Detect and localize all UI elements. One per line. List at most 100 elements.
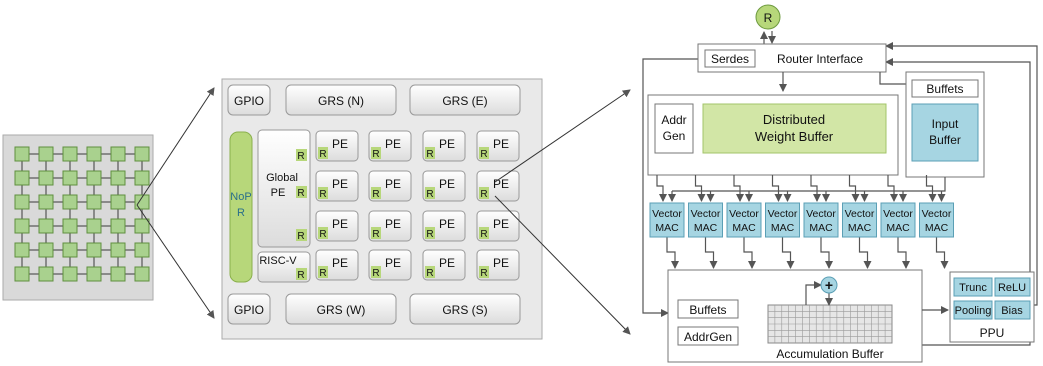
nop-label: NoP: [230, 191, 251, 203]
pe-label: PE: [493, 137, 509, 151]
pe-router: [425, 147, 435, 159]
addr-gen-label-1: Addr: [661, 113, 686, 127]
vector-mac-label-2: MAC: [848, 222, 872, 234]
chiplet-tile: [62, 170, 78, 186]
vector-mac-box: [649, 202, 685, 238]
vector-mac-label-2: MAC: [771, 222, 795, 234]
pe-label: PE: [493, 177, 509, 191]
pe-router-label: R: [480, 149, 487, 160]
vector-mac-label-2: MAC: [655, 222, 679, 234]
chiplet-tile: [134, 146, 150, 162]
addr-gen-label-2: Gen: [663, 129, 686, 143]
global-pe-router-3-label: R: [297, 231, 304, 242]
zoom-line-pe-bottom: [494, 195, 631, 335]
router-to-accum-line: [642, 58, 698, 317]
buffets-bottom-box: [677, 299, 739, 319]
chiplet-tile: [38, 242, 54, 258]
pe-label: PE: [439, 177, 455, 191]
weight-to-mac-line: [771, 175, 783, 202]
vector-mac-label-1: Vector: [845, 208, 875, 220]
mac-to-accum-line: [935, 237, 949, 269]
chiplet-tile: [86, 266, 102, 282]
nop-router-label: R: [237, 207, 245, 219]
pe-router-label: R: [319, 189, 326, 200]
chiplet-tile: [134, 194, 150, 210]
pe-router: [371, 227, 381, 239]
vector-mac-box: [880, 202, 916, 238]
gpio-top-box: [227, 84, 271, 116]
pe-router: [425, 227, 435, 239]
vector-mac-label-1: Vector: [922, 208, 952, 220]
grs-n-box: [285, 84, 397, 116]
vector-mac-label-2: MAC: [925, 222, 949, 234]
vector-mac-label-1: Vector: [768, 208, 798, 220]
vector-mac-box: [765, 202, 800, 238]
vector-mac-label-1: Vector: [691, 208, 721, 220]
chiplet-tile: [110, 218, 126, 234]
global-pe-router-1-label: R: [297, 151, 304, 162]
chiplet-tile: [14, 146, 30, 162]
chiplet-tile: [38, 218, 54, 234]
chip-grid: [2, 134, 154, 301]
pe-router: [479, 187, 489, 199]
input-buffer-label-1: Input: [932, 117, 959, 131]
grs-e-label: GRS (E): [442, 94, 487, 108]
package-view: GPIO GRS (N) GRS (E) GPIO GRS (W) GRS (S…: [221, 78, 543, 340]
grs-s-box: [409, 293, 521, 325]
trunc-label: Trunc: [959, 282, 987, 294]
accum-to-adder-line: [805, 281, 822, 305]
mac-to-accum-line: [704, 237, 718, 269]
chiplet-tile: [110, 242, 126, 258]
zoom-line-top: [136, 87, 215, 206]
vector-mac-box: [726, 202, 762, 238]
global-pe-router-2: [296, 186, 307, 198]
pe-label: PE: [332, 137, 348, 151]
input-buffer-box: [911, 103, 979, 162]
weight-to-mac-line: [887, 175, 898, 202]
chiplet-tile: [86, 170, 102, 186]
risc-v-router: [296, 268, 307, 280]
pe-router: [479, 227, 489, 239]
chiplet-tile: [14, 266, 30, 282]
pe-router: [371, 266, 381, 278]
adder-label: +: [825, 277, 833, 293]
trunc-box: [953, 277, 993, 297]
chiplet-tile: [38, 194, 54, 210]
vector-mac-label-1: Vector: [883, 208, 913, 220]
vector-mac-label-2: MAC: [809, 222, 833, 234]
pe-router-label: R: [426, 149, 433, 160]
vector-mac-label-1: Vector: [652, 208, 682, 220]
chiplet-tile: [14, 242, 30, 258]
gpio-bottom-label: GPIO: [234, 303, 264, 317]
addr-gen-box: [654, 103, 694, 154]
pe-label: PE: [332, 256, 348, 270]
mac-to-accum-line: [743, 237, 756, 269]
pe-label: PE: [385, 217, 401, 231]
vector-mac-box: [842, 202, 877, 238]
grs-n-label: GRS (N): [318, 94, 364, 108]
chiplet-tile: [110, 146, 126, 162]
pe-router-circle: [755, 4, 781, 30]
mac-to-accum-line: [897, 237, 910, 269]
pe-router-label: R: [480, 268, 487, 279]
bias-box: [994, 300, 1031, 320]
vector-mac-label-2: MAC: [732, 222, 756, 234]
zoom-line-bottom: [136, 204, 215, 319]
pe-label: PE: [385, 256, 401, 270]
gpio-bottom-box: [227, 293, 271, 325]
pe-router-label: R: [480, 189, 487, 200]
buffets-bottom-label: Buffets: [689, 303, 726, 317]
pe-router-label: R: [426, 189, 433, 200]
weight-to-mac-line: [656, 175, 667, 202]
pe-label: PE: [439, 256, 455, 270]
vector-mac-label-2: MAC: [886, 222, 910, 234]
relu-box: [994, 277, 1031, 297]
weight-buffer-box: [702, 103, 887, 154]
pe-router: [318, 147, 328, 159]
accumulation-buffer-label: Accumulation Buffer: [776, 347, 883, 361]
chiplet-tile: [14, 218, 30, 234]
pe-label: PE: [493, 256, 509, 270]
pe-router: [371, 147, 381, 159]
buffets-top-box: [911, 79, 979, 98]
